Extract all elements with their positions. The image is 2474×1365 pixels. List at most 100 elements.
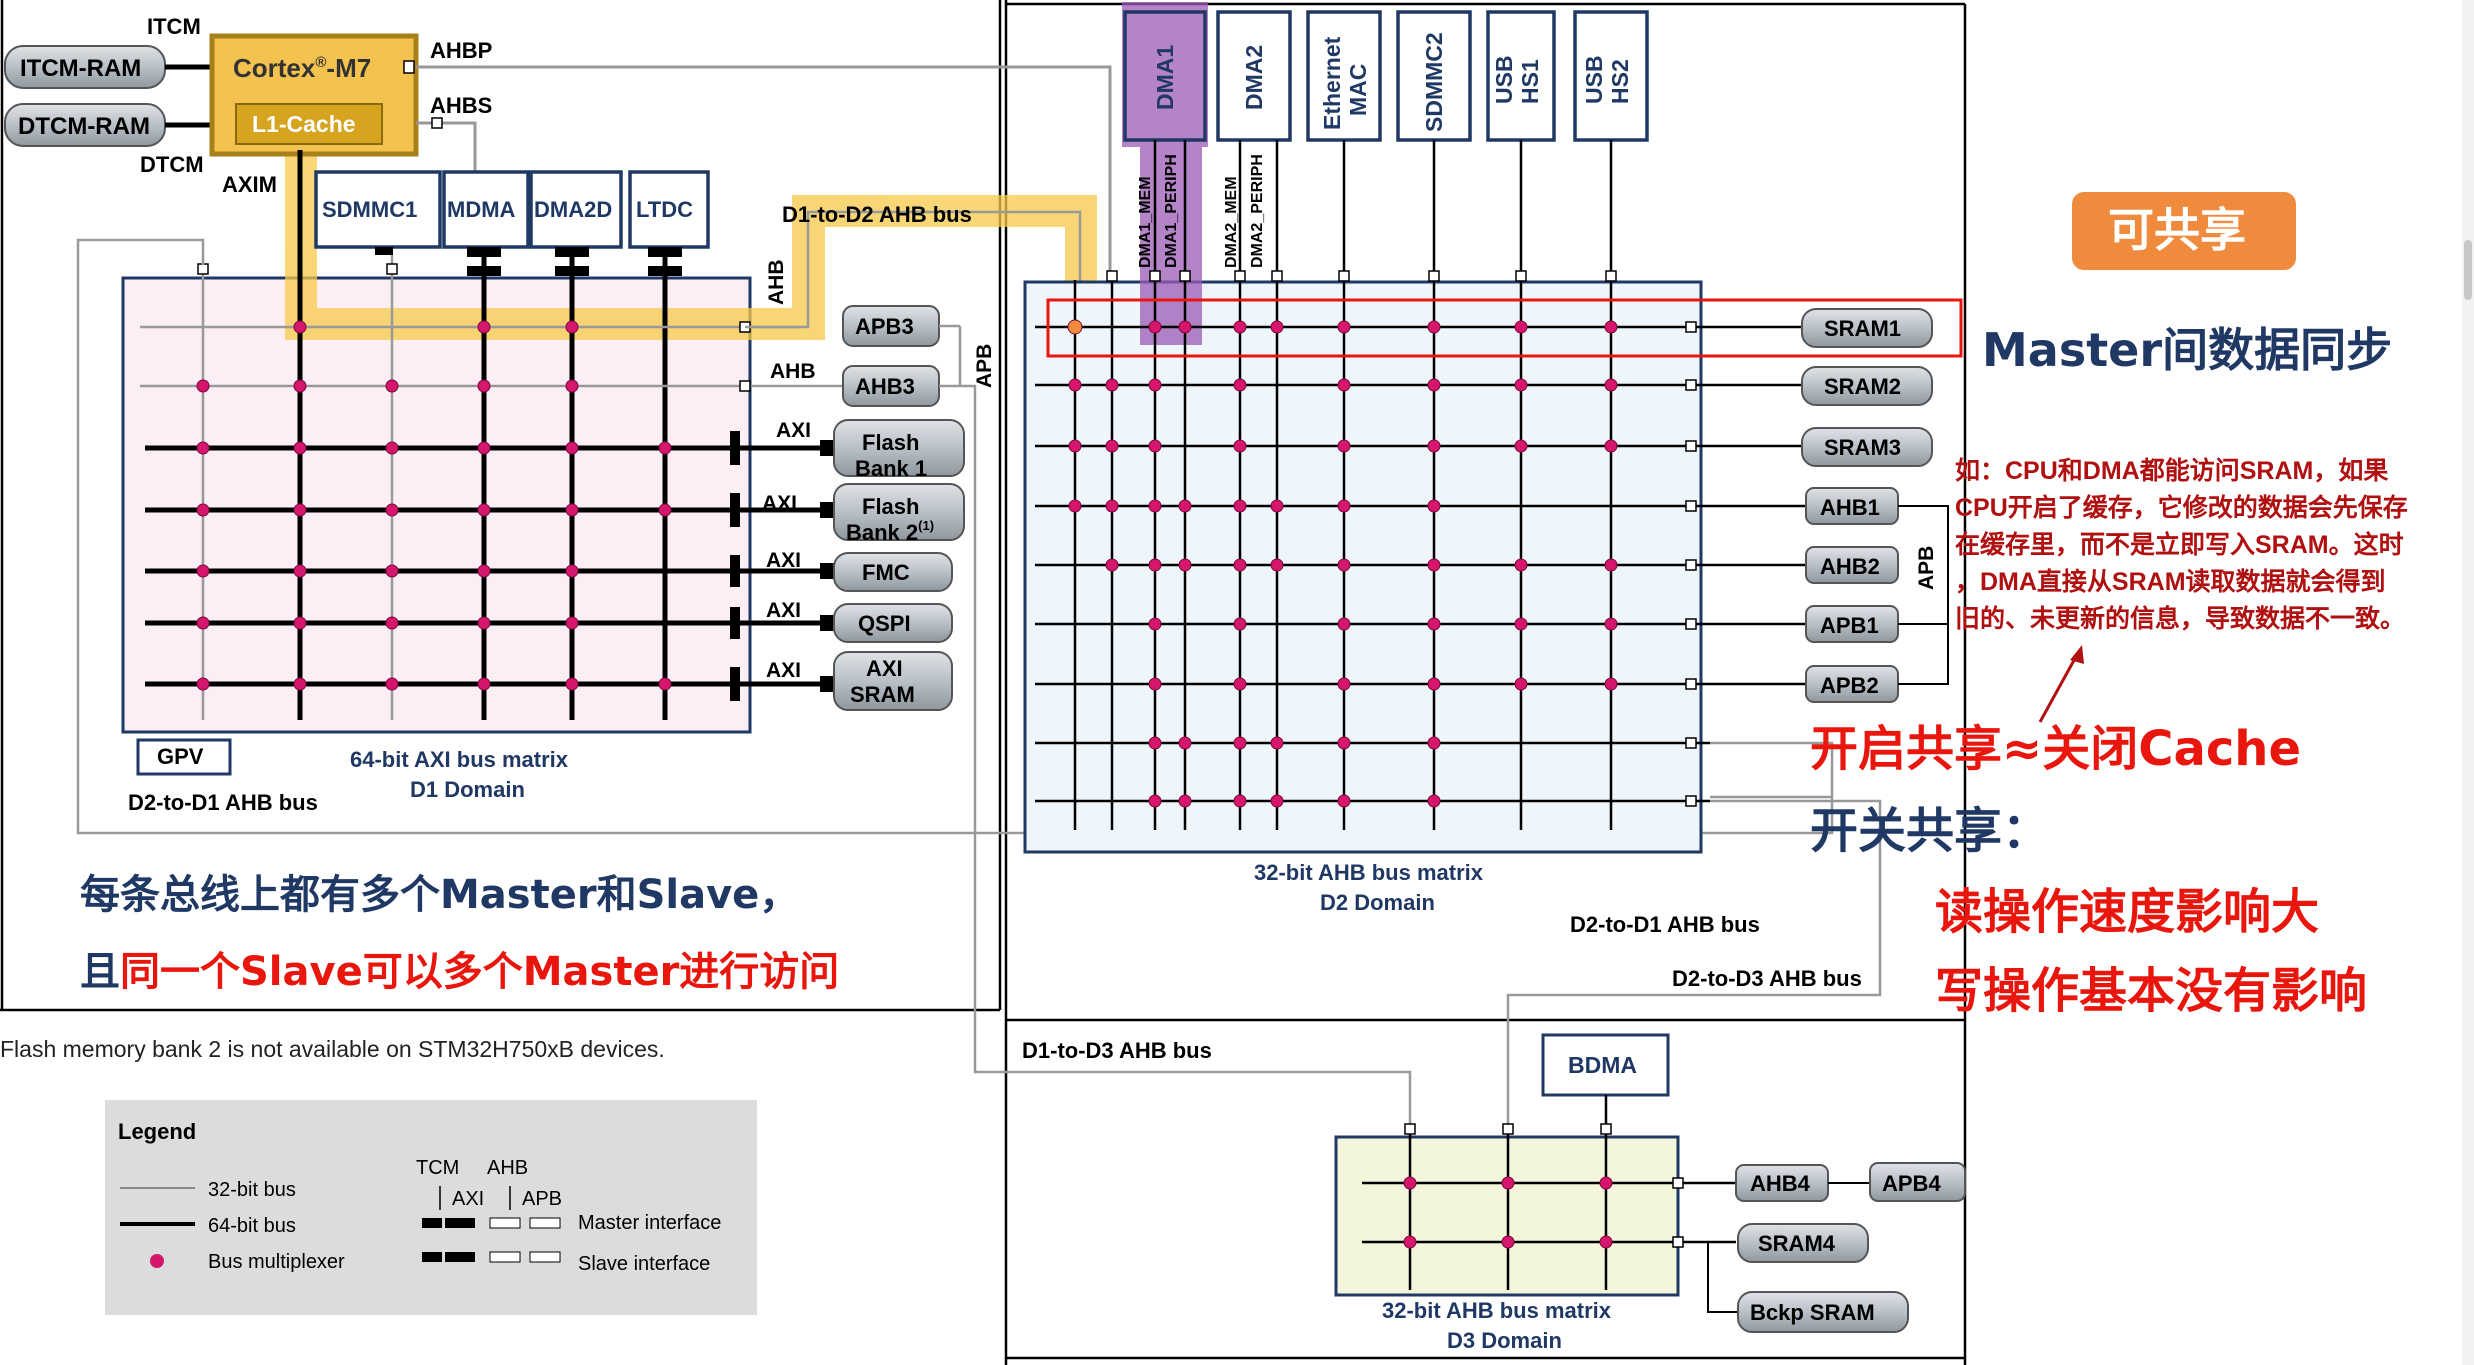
fmc-label: FMC	[862, 560, 910, 585]
slave-ahb4: AHB4	[1750, 1171, 1811, 1196]
shareable-badge	[2072, 192, 2296, 270]
d2-title-line2: D2 Domain	[1320, 890, 1435, 915]
d2-title-line1: 32-bit AHB bus matrix	[1254, 860, 1484, 885]
shareable-badge-text: 可共享	[2108, 203, 2246, 257]
slave-sram1: SRAM1	[1824, 316, 1901, 341]
d3-multiplexers	[1403, 1176, 1613, 1249]
port-dma2-mem: DMA2_MEM	[1223, 176, 1240, 268]
d2-masters: DMA1 DMA2 EthernetMAC SDMMC2 USBHS1 USBH…	[1123, 10, 1649, 268]
axi-label-2: AXI	[762, 492, 797, 515]
port-dma2-periph: DMA2_PERIPH	[1249, 154, 1266, 268]
d2-master-ethernet: EthernetMAC	[1319, 36, 1371, 130]
d1-master-ports	[375, 247, 682, 257]
itcm-label: ITCM	[147, 14, 201, 39]
sram1-focus-box	[1046, 298, 1963, 358]
cortex-m7-label: Cortex®-M7	[233, 53, 371, 83]
d1-to-d2-bus-line	[745, 210, 1082, 329]
d3-ports	[1404, 1123, 1684, 1248]
axi-sram-line1: AXI	[866, 656, 903, 681]
d2-horizontal-buses	[1035, 325, 1810, 803]
flash-bank2-line2: Bank 2(1)	[846, 518, 934, 545]
note-line-1: 如：CPU和DMA都能访问SRAM，如果	[1955, 456, 2388, 485]
port-dma1-periph: DMA1_PERIPH	[1163, 154, 1180, 268]
d1-title-line2: D1 Domain	[410, 777, 525, 802]
dtcm-label: DTCM	[140, 152, 204, 177]
ahbs-label: AHBS	[430, 93, 492, 118]
axi-sram-line2: SRAM	[850, 682, 915, 707]
legend-64bit: 64-bit bus	[208, 1215, 296, 1237]
flash-bank1-line1: Flash	[862, 430, 919, 455]
d2-to-d1-bus-line-2	[1710, 741, 1834, 797]
annotation-bottom-line2: 且同一个Slave可以多个Master进行访问	[80, 949, 839, 995]
read-impact-text: 读操作速度影响大	[1935, 884, 2319, 940]
note-line-5: 旧的、未更新的信息，导致数据不一致。	[1955, 604, 2405, 633]
slave-sram3: SRAM3	[1824, 435, 1901, 460]
ahbp-label: AHBP	[430, 38, 492, 63]
d1-horizontal-buses	[140, 325, 745, 687]
flash-bank2-line1: Flash	[862, 494, 919, 519]
footnote: Flash memory bank 2 is not available on …	[0, 1036, 665, 1062]
dtcm-ram-label: DTCM-RAM	[18, 113, 150, 140]
slave-sram4: SRAM4	[1758, 1231, 1836, 1256]
flash-bank1-line2: Bank 1	[855, 456, 927, 481]
cpu-block: ITCM-RAM DTCM-RAM ITCM DTCM Cortex®-M7 L…	[4, 14, 492, 197]
legend: Legend 32-bit bus 64-bit bus Bus multipl…	[105, 1100, 757, 1315]
d2-vertical-buses	[1073, 140, 1613, 830]
legend-apb: APB	[522, 1188, 562, 1210]
slave-apb2: APB2	[1820, 673, 1879, 698]
qspi-label: QSPI	[858, 611, 911, 636]
d2-to-d3-bus-line	[1506, 799, 1882, 1128]
note-line-3: 在缓存里，而不是立即写入SRAM。这时	[1955, 530, 2404, 559]
d2-apb-vertical-label: APB	[1915, 546, 1938, 590]
d1-title-line1: 64-bit AXI bus matrix	[350, 747, 569, 772]
scrollbar-thumb[interactable]	[2464, 240, 2472, 300]
d1-to-d3-label: D1-to-D3 AHB bus	[1022, 1038, 1212, 1063]
slave-ahb1: AHB1	[1820, 495, 1880, 520]
d1-master-ltdc: LTDC	[636, 197, 693, 222]
d2-multiplexers	[1068, 320, 1618, 808]
write-impact-text: 写操作基本没有影响	[1935, 963, 2367, 1019]
d2-matrix-area	[1023, 280, 1703, 854]
annotation-bottom-line1: 每条总线上都有多个Master和Slave，	[80, 872, 799, 918]
d2-master-dma2: DMA2	[1241, 45, 1267, 110]
legend-tcm: TCM	[416, 1157, 459, 1179]
share-eq-text: 开启共享≈关闭Cache	[1810, 721, 2301, 777]
d1-apb-vertical-label: APB	[973, 344, 996, 388]
axim-label: AXIM	[222, 172, 277, 197]
d1-ahb-vertical-label: AHB	[765, 260, 788, 306]
scrollbar-track[interactable]	[2462, 0, 2474, 1365]
slave-apb1: APB1	[1820, 613, 1879, 638]
d2-master-usbhs1: USBHS1	[1491, 55, 1543, 104]
axi-label-3: AXI	[766, 549, 801, 572]
d2-to-d1-label-d2: D2-to-D1 AHB bus	[1570, 912, 1760, 937]
legend-master-if: Master interface	[578, 1212, 721, 1234]
legend-32bit: 32-bit bus	[208, 1179, 296, 1201]
d2-right-ports	[1685, 321, 1697, 807]
slave-sram2: SRAM2	[1824, 374, 1901, 399]
d1-slaves: Flash Bank 1 Flash Bank 2(1) FMC QSPI AX…	[730, 419, 965, 711]
note-pointer-arrowhead	[2070, 645, 2084, 664]
d1-master-mdma: MDMA	[447, 197, 516, 222]
d1-master-sdmmc1: SDMMC1	[322, 197, 417, 222]
d3-title-line2: D3 Domain	[1447, 1328, 1562, 1353]
l1-cache-label: L1-Cache	[252, 111, 356, 137]
d1-multiplexers	[196, 320, 672, 691]
d1-master-dma2d: DMA2D	[534, 197, 612, 222]
d3-slaves: AHB4 APB4 SRAM4 Bckp SRAM	[1707, 1162, 1966, 1333]
axi-label-5: AXI	[766, 659, 801, 682]
switch-share-text: 开关共享：	[1810, 803, 2050, 859]
d2-to-d1-label-d1: D2-to-D1 AHB bus	[128, 790, 318, 815]
d1-matrix-area	[121, 276, 752, 734]
axi-label-4: AXI	[766, 599, 801, 622]
d2-master-sdmmc2: SDMMC2	[1421, 32, 1447, 132]
legend-slave-if: Slave interface	[578, 1253, 710, 1275]
d1-masters: SDMMC1 MDMA DMA2D LTDC	[314, 170, 710, 249]
d2-port-markers	[1106, 270, 1617, 282]
legend-axi: AXI	[452, 1188, 484, 1210]
d2-master-dma1: DMA1	[1152, 45, 1178, 110]
d2-to-d3-label: D2-to-D3 AHB bus	[1672, 966, 1862, 991]
ahb3-label: AHB3	[855, 374, 915, 399]
dma1-highlight	[1122, 2, 1208, 147]
d1-to-d2-label: D1-to-D2 AHB bus	[782, 202, 972, 227]
